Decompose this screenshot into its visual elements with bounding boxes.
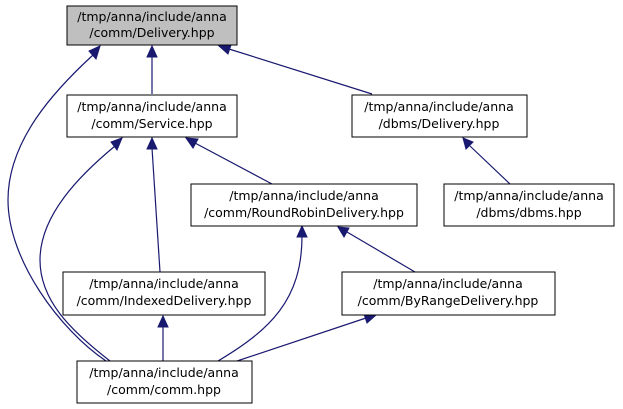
node-comm-indexed-line1: /tmp/anna/include/anna [89, 276, 238, 291]
node-comm-comm-line2: /comm/comm.hpp [107, 382, 221, 397]
node-comm-comm[interactable]: /tmp/anna/include/anna /comm/comm.hpp [76, 360, 253, 404]
node-comm-roundrobin[interactable]: /tmp/anna/include/anna /comm/RoundRobinD… [190, 183, 418, 227]
edges [7, 44, 511, 367]
edge-dbms-hpp-to-dbms-delivery [462, 137, 511, 185]
edge-indexed-to-service [146, 136, 161, 273]
node-comm-byrange[interactable]: /tmp/anna/include/anna /comm/ByRangeDeli… [341, 271, 556, 316]
edge-comm-hpp-to-roundrobin [217, 224, 308, 362]
node-dbms-delivery[interactable]: /tmp/anna/include/anna /dbms/Delivery.hp… [351, 94, 528, 138]
node-comm-indexed-line2: /comm/IndexedDelivery.hpp [77, 293, 252, 308]
node-comm-byrange-line2: /comm/ByRangeDelivery.hpp [358, 293, 539, 308]
node-dbms-delivery-line1: /tmp/anna/include/anna [364, 99, 513, 114]
edge-comm-hpp-to-byrange [221, 313, 378, 367]
node-dbms-dbms-line2: /dbms/dbms.hpp [476, 205, 581, 220]
node-comm-delivery-line1: /tmp/anna/include/anna [77, 9, 226, 24]
node-comm-service-line1: /tmp/anna/include/anna [77, 99, 226, 114]
nodes: /tmp/anna/include/anna /comm/Delivery.hp… [62, 5, 615, 404]
edge-comm-hpp-to-indexed [157, 314, 169, 361]
edge-comm-hpp-to-service [39, 137, 123, 362]
edge-byrange-to-roundrobin [337, 226, 416, 273]
node-dbms-dbms[interactable]: /tmp/anna/include/anna /dbms/dbms.hpp [443, 183, 615, 227]
node-comm-indexed[interactable]: /tmp/anna/include/anna /comm/IndexedDeli… [62, 271, 266, 316]
node-comm-roundrobin-line2: /comm/RoundRobinDelivery.hpp [204, 205, 404, 220]
edge-dbms-delivery-to-comm-delivery [217, 44, 373, 95]
node-comm-comm-line1: /tmp/anna/include/anna [89, 365, 238, 380]
node-comm-service-line2: /comm/Service.hpp [91, 116, 212, 131]
edge-roundrobin-to-service [184, 137, 273, 185]
node-comm-byrange-line1: /tmp/anna/include/anna [373, 276, 522, 291]
node-comm-delivery-line2: /comm/Delivery.hpp [89, 25, 214, 40]
edge-service-to-comm-delivery [146, 44, 158, 94]
node-dbms-dbms-line1: /tmp/anna/include/anna [454, 188, 603, 203]
node-dbms-delivery-line2: /dbms/Delivery.hpp [379, 116, 500, 131]
node-comm-service[interactable]: /tmp/anna/include/anna /comm/Service.hpp [66, 94, 238, 138]
node-comm-roundrobin-line1: /tmp/anna/include/anna [229, 188, 378, 203]
node-comm-delivery[interactable]: /tmp/anna/include/anna /comm/Delivery.hp… [66, 5, 238, 46]
edge-comm-hpp-to-comm-delivery [7, 45, 107, 362]
